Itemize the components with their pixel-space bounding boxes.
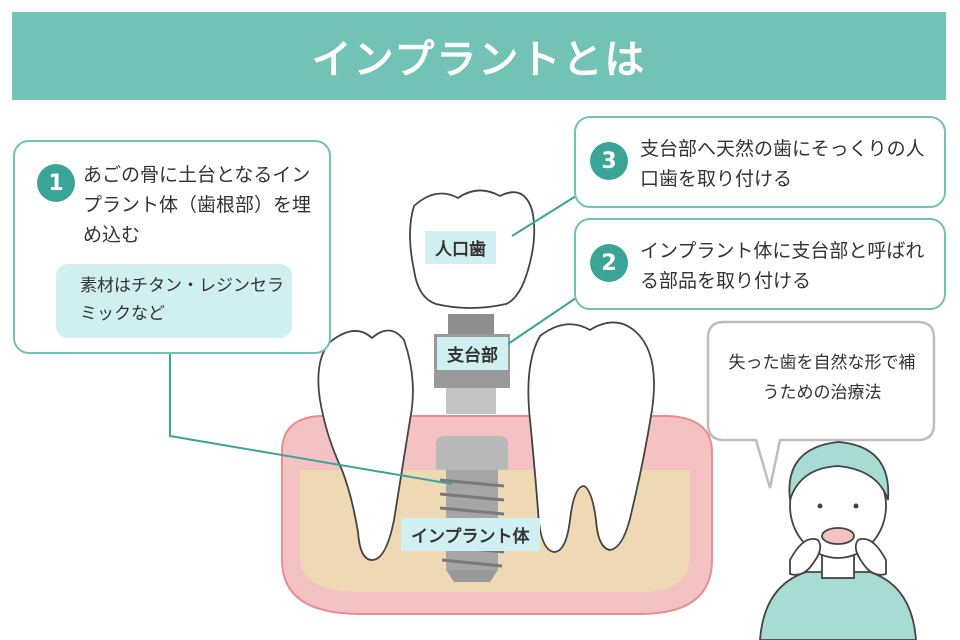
- person-left-eye: [817, 503, 823, 509]
- step-2-badge: 2: [590, 244, 628, 282]
- person-hair: [788, 441, 890, 501]
- person-left-hand: [789, 538, 822, 576]
- step-1-text: あごの骨に土台となるインプラント体（歯根部）を埋め込む: [83, 164, 312, 246]
- material-note: 素材はチタン・レジンセラミックなど: [56, 264, 292, 338]
- implant-label: インプラント体: [401, 518, 540, 551]
- leader-line-step3: [511, 195, 577, 237]
- speech-bubble-text: 失った歯を自然な形で補うための治療法: [728, 353, 916, 403]
- step-2-text: インプラント体に支台部と呼ばれる部品を取り付ける: [640, 240, 925, 292]
- person-mouth: [821, 527, 855, 545]
- leader-line-step2: [507, 297, 577, 345]
- person-right-hand: [854, 538, 887, 576]
- person-right-eye: [853, 503, 859, 509]
- abutment-base: [446, 388, 496, 414]
- step-3-card: 3 支台部へ天然の歯にそっくりの人口歯を取り付ける: [574, 116, 946, 208]
- person-body: [759, 571, 917, 640]
- speech-bubble: [706, 320, 936, 489]
- implant-head: [436, 436, 508, 470]
- left-tooth: [317, 329, 414, 561]
- leader-line-step1: [169, 354, 453, 485]
- step-2-card: 2 インプラント体に支台部と呼ばれる部品を取り付ける: [574, 218, 946, 310]
- step-3-text: 支台部へ天然の歯にそっくりの人口歯を取り付ける: [640, 138, 925, 190]
- abutment-top: [448, 314, 494, 334]
- page-title: インプラントとは: [311, 37, 647, 83]
- right-tooth: [527, 321, 655, 553]
- material-note-text: 素材はチタン・レジンセラミックなど: [80, 276, 284, 324]
- step-1-card: 1 あごの骨に土台となるインプラント体（歯根部）を埋め込む 素材はチタン・レジン…: [13, 140, 331, 354]
- crown-label: 人口歯: [425, 231, 496, 264]
- step-1-badge: 1: [37, 164, 75, 202]
- abutment-label: 支台部: [437, 337, 508, 370]
- step-3-badge: 3: [590, 142, 628, 180]
- person-illustration: [759, 441, 917, 640]
- implant-tip: [446, 570, 498, 582]
- title-banner: インプラントとは: [12, 12, 946, 100]
